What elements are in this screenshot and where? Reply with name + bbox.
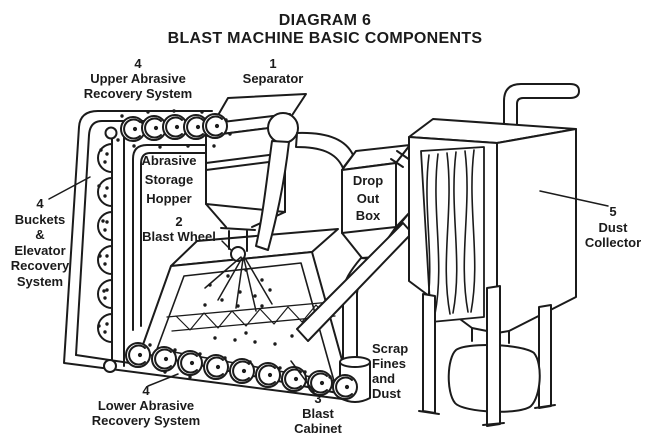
dust-collector-drawing xyxy=(408,83,580,427)
label-abrasive-storage-hopper: Abrasive Storage Hopper xyxy=(141,153,197,206)
label-blast-wheel: 2 Blast Wheel xyxy=(142,214,216,244)
label-scrap-fines-dust: Scrap Fines and Dust xyxy=(372,341,409,401)
hopper-panel-drawing xyxy=(132,144,208,331)
label-drop-out-box: Drop Out Box xyxy=(352,173,384,223)
diagram-title-line2: BLAST MACHINE BASIC COMPONENTS xyxy=(167,30,483,47)
housing-frame-drawing xyxy=(63,110,351,401)
label-dust-collector: 5 Dust Collector xyxy=(584,204,642,250)
label-separator: 1 Separator xyxy=(242,56,304,86)
abrasive-dots xyxy=(97,109,332,379)
separator-drawing xyxy=(205,93,354,252)
label-blast-cabinet: 3 Blast Cabinet xyxy=(294,391,342,436)
diagram-title: DIAGRAM 6 BLAST MACHINE BASIC COMPONENTS xyxy=(0,12,650,48)
leader-lines xyxy=(48,176,609,393)
upper-auger-drawing xyxy=(120,113,228,142)
label-upper-abrasive-recovery: 4 Upper Abrasive Recovery System xyxy=(83,56,193,101)
label-lower-abrasive-recovery: 4 Lower Abrasive Recovery System xyxy=(91,383,201,428)
diagram-title-line1: DIAGRAM 6 xyxy=(278,12,372,29)
label-buckets-elevator-recovery: 4 Buckets & Elevator Recovery System xyxy=(10,196,70,289)
blast-wheel-drawing xyxy=(204,140,290,312)
bucket-elevator-drawing xyxy=(97,126,125,373)
